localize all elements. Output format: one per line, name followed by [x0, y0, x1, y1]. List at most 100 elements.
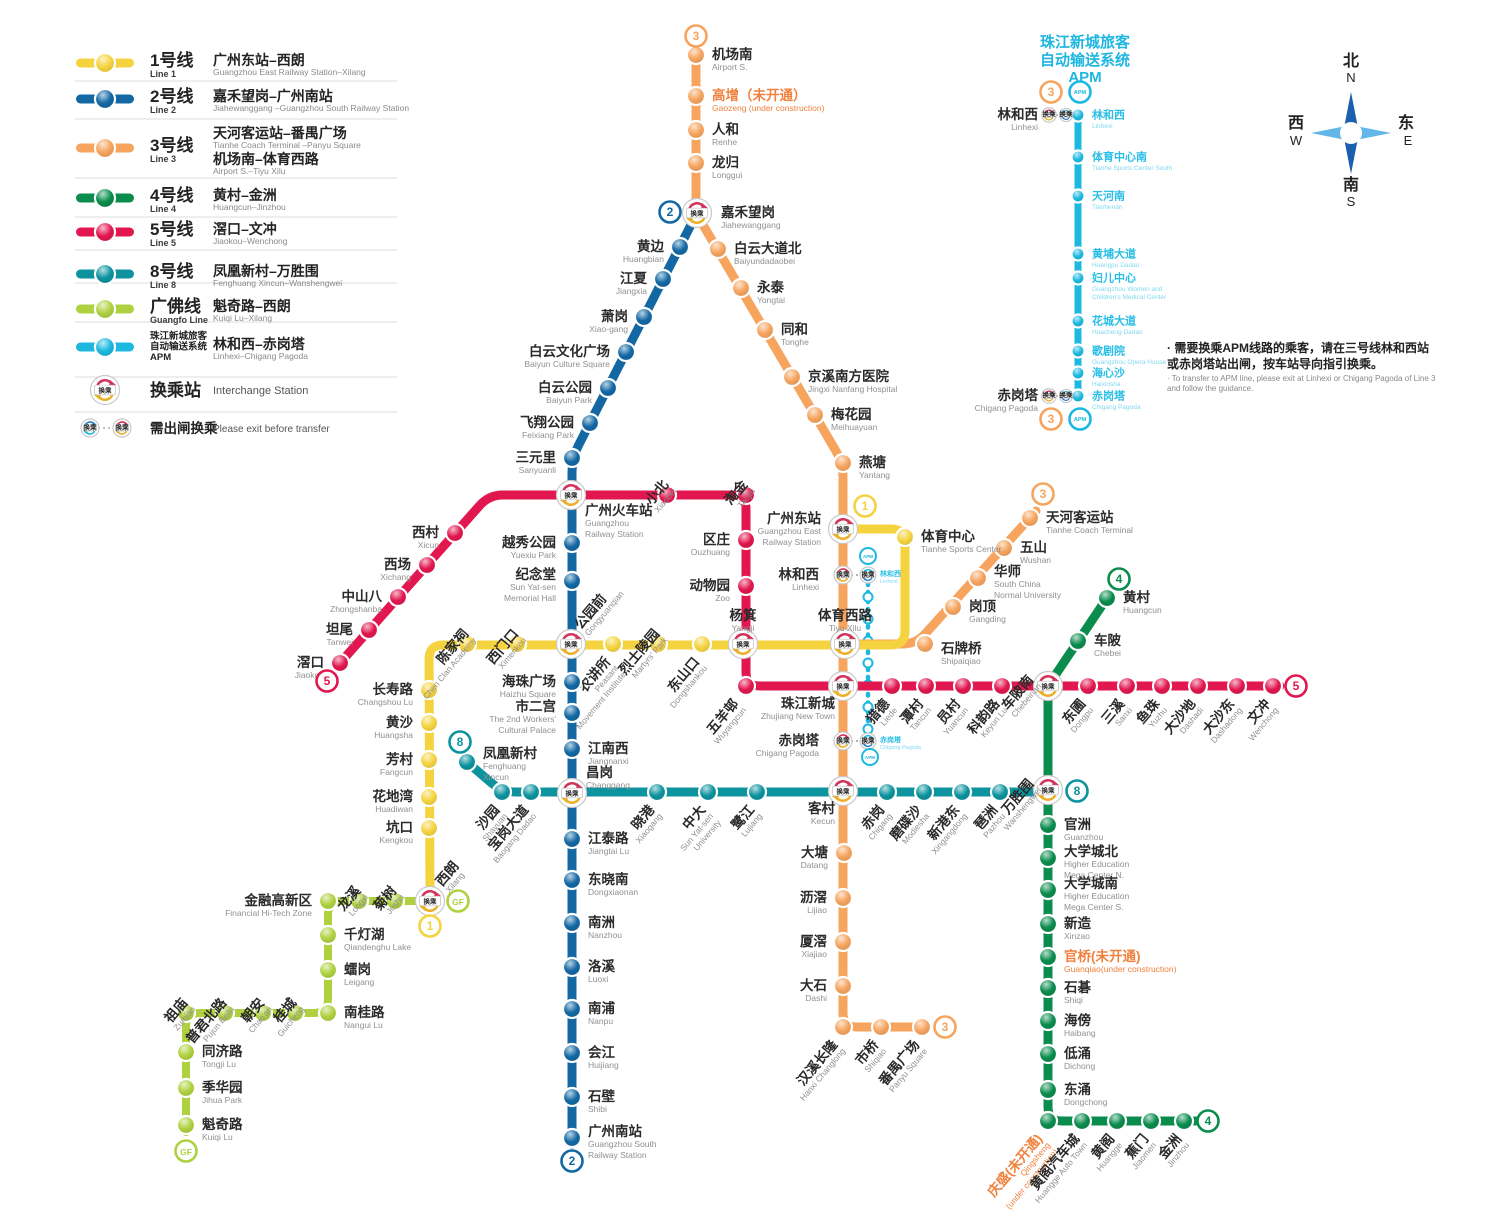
- station-guanqiao-under-construction: 官桥(未开通)Guanqiao(under construction): [1037, 946, 1177, 974]
- station-dot: [1037, 814, 1059, 836]
- interchange-icon: 换乘: [1041, 107, 1057, 123]
- station-dot: [561, 532, 583, 554]
- svg-text:3号线: 3号线: [150, 135, 193, 155]
- station-dot: [735, 484, 757, 506]
- svg-text:Jiaokou–Wenchong: Jiaokou–Wenchong: [213, 236, 288, 246]
- station-dot: [833, 842, 855, 864]
- station-dot: [93, 51, 117, 75]
- svg-text:Haizhu Square: Haizhu Square: [500, 689, 557, 699]
- svg-text:需出闸换乘: 需出闸换乘: [150, 420, 218, 436]
- line-badge-1: 1: [853, 494, 877, 518]
- svg-text:区庄: 区庄: [703, 531, 731, 547]
- station-dot: [615, 341, 637, 363]
- svg-text:妇儿中心: 妇儿中心: [1091, 271, 1136, 285]
- svg-text:梅花园: 梅花园: [831, 406, 872, 422]
- line-badge-8: 8: [1065, 779, 1089, 803]
- interchange-icon: 换乘: [555, 628, 587, 660]
- interchange-icon: 换乘: [827, 670, 859, 702]
- svg-text:西场: 西场: [384, 557, 411, 572]
- station-dot: [1037, 1079, 1059, 1101]
- svg-text:换乘: 换乘: [116, 422, 130, 431]
- svg-text:Huangpu Dadao: Huangpu Dadao: [1092, 262, 1140, 269]
- compass-south-point: [1343, 133, 1359, 174]
- station-dot: [1070, 107, 1086, 123]
- svg-text:越秀公园: 越秀公园: [501, 534, 556, 550]
- line-badge-3: 3: [684, 24, 708, 48]
- legend-exit-transfer: 换乘换乘需出闸换乘Please exit before transfer: [80, 418, 330, 438]
- station-dot: [520, 781, 542, 803]
- svg-text:赤岗塔: 赤岗塔: [1092, 389, 1126, 403]
- interchange-icon: 换乘: [833, 565, 853, 585]
- svg-text:Tianhe Coach Terminal –Panyu S: Tianhe Coach Terminal –Panyu Square: [213, 140, 361, 150]
- station-dot: [993, 537, 1015, 559]
- svg-text:花城大道: 花城大道: [1092, 314, 1136, 328]
- svg-text:Datang: Datang: [801, 860, 829, 870]
- station-dot: [1037, 946, 1059, 968]
- svg-text:Jiahewanggang: Jiahewanggang: [721, 220, 781, 230]
- svg-text:飞翔公园: 飞翔公园: [520, 414, 574, 430]
- svg-text:Haibang: Haibang: [1064, 1028, 1096, 1038]
- svg-text:北: 北: [1343, 52, 1359, 70]
- svg-text:换乘: 换乘: [565, 639, 579, 648]
- line-badge-1: 1: [418, 914, 442, 938]
- station-dot: [506, 633, 528, 655]
- station-dot: [781, 366, 803, 388]
- svg-text:N: N: [1346, 70, 1355, 85]
- svg-text:Jiangnanxi: Jiangnanxi: [588, 756, 629, 766]
- svg-text:Sun Yat-sen: Sun Yat-sen: [510, 582, 556, 592]
- svg-text:Baiyun Culture Square: Baiyun Culture Square: [524, 359, 610, 369]
- svg-text:Linhexi: Linhexi: [792, 582, 819, 592]
- svg-text:Airport S.–Tiyu Xilu: Airport S.–Tiyu Xilu: [213, 166, 286, 176]
- svg-text:或赤岗塔站出闸，按车站导向指引换乘。: 或赤岗塔站出闸，按车站导向指引换乘。: [1167, 356, 1383, 371]
- station-dot: [416, 554, 438, 576]
- station-dot: [1070, 270, 1086, 286]
- station-dot: [579, 412, 601, 434]
- compass-north-point: [1343, 92, 1359, 133]
- svg-text:体育中心南: 体育中心南: [1092, 150, 1147, 164]
- svg-text:Wushan: Wushan: [1020, 555, 1051, 565]
- station-dot: [214, 1002, 236, 1024]
- station-dot: [1140, 1110, 1162, 1132]
- svg-text:换乘: 换乘: [839, 639, 853, 648]
- svg-text:坑口: 坑口: [386, 819, 413, 835]
- station-dot: [561, 828, 583, 850]
- station-dot: [418, 817, 440, 839]
- station-dot: [1067, 630, 1089, 652]
- legend-line-sample: [76, 87, 134, 111]
- svg-text:Xincun: Xincun: [483, 772, 509, 782]
- apm-inset-transfer-chigang-pagoda: 赤岗塔Chigang Pagoda换乘换乘: [975, 387, 1074, 413]
- svg-text:Yuexiu Park: Yuexiu Park: [511, 550, 557, 560]
- svg-text:Qiandenghu Lake: Qiandenghu Lake: [344, 942, 411, 952]
